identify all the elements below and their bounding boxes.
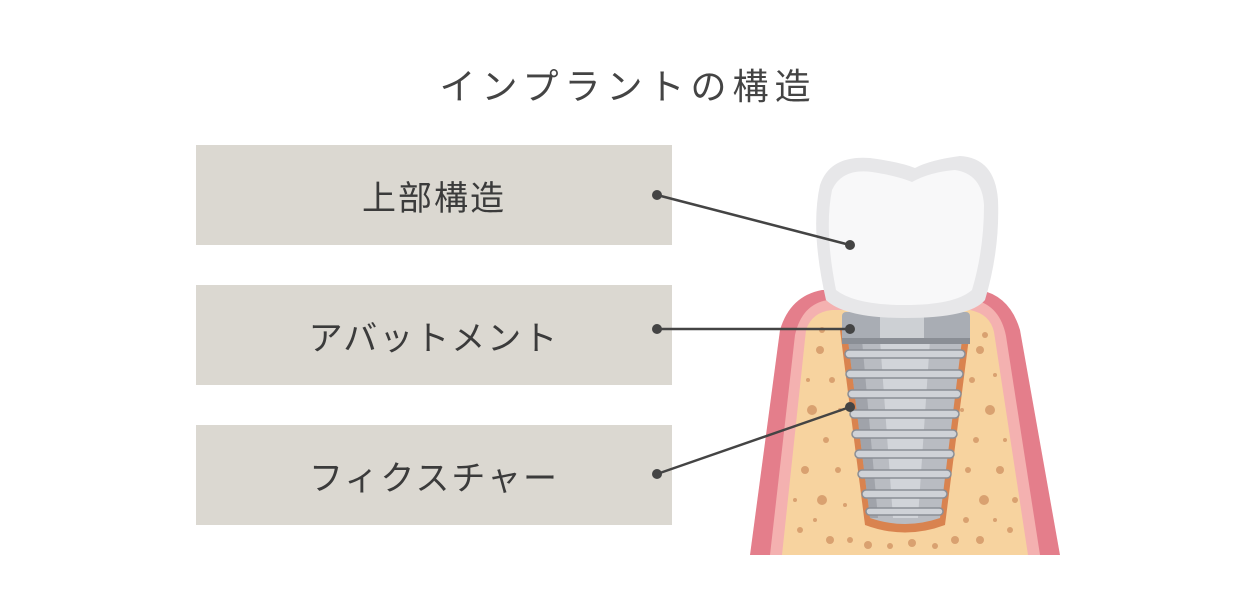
- label-fixture: フィクスチャー: [196, 425, 672, 525]
- label-fixture-text: フィクスチャー: [309, 458, 559, 499]
- label-abutment-text: アバットメント: [308, 318, 560, 359]
- leader-dot-abutment-end: [845, 324, 855, 334]
- leader-line-fixture: [656, 405, 851, 476]
- fixture: [844, 340, 966, 524]
- diagram-title: インプラントの構造: [439, 67, 817, 108]
- leader-dot-abutment-start: [652, 324, 662, 334]
- label-crown: 上部構造: [196, 145, 672, 245]
- label-abutment: アバットメント: [196, 285, 672, 385]
- leader-line-crown: [656, 193, 851, 247]
- leader-dot-fixture-end: [845, 402, 855, 412]
- crown: [816, 156, 999, 318]
- leader-dot-fixture-start: [652, 469, 662, 479]
- leader-dot-crown-start: [652, 190, 662, 200]
- leader-dot-crown-end: [845, 240, 855, 250]
- label-crown-text: 上部構造: [362, 178, 506, 219]
